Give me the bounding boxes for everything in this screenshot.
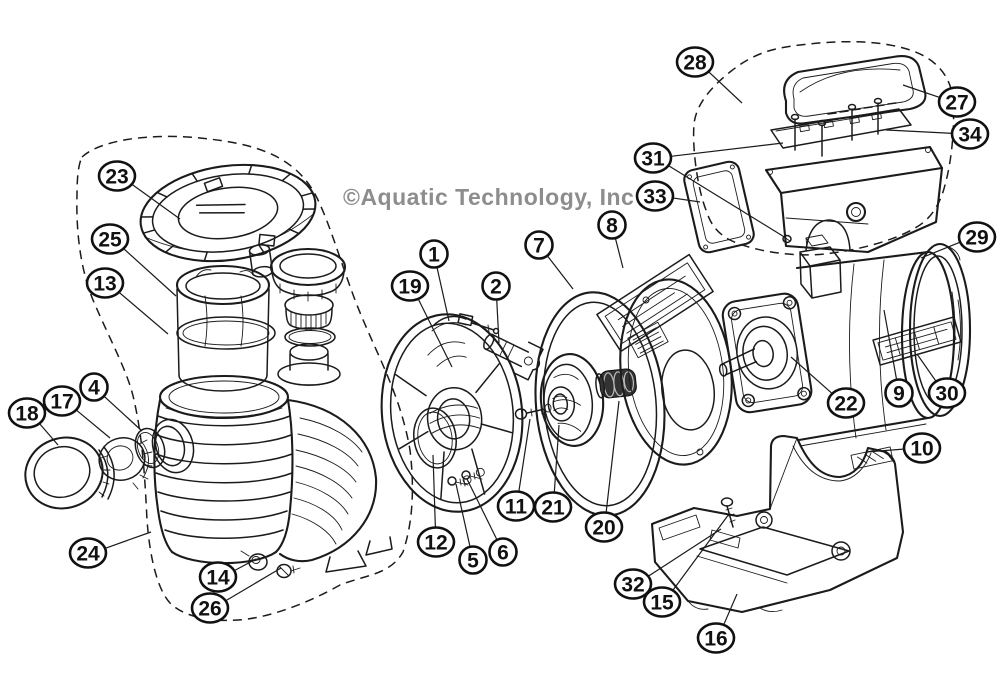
watermark-text: ©Aquatic Technology, Inc bbox=[343, 184, 635, 210]
discharge-tailpiece bbox=[284, 294, 334, 331]
callout-30: 30 bbox=[916, 353, 967, 409]
motor-flange bbox=[718, 292, 813, 414]
callout-34: 34 bbox=[885, 118, 990, 150]
svg-text:11: 11 bbox=[505, 496, 528, 519]
callout-26: 26 bbox=[190, 567, 282, 624]
callout-2: 2 bbox=[481, 271, 511, 344]
pump-housing bbox=[151, 374, 393, 573]
discharge-port bbox=[277, 343, 341, 386]
svg-text:25: 25 bbox=[98, 229, 122, 252]
drive-gasket bbox=[683, 160, 755, 254]
svg-text:6: 6 bbox=[497, 542, 509, 565]
callout-4: 4 bbox=[79, 372, 143, 432]
callout-33: 33 bbox=[635, 180, 701, 212]
svg-text:10: 10 bbox=[910, 438, 933, 461]
basket-oring bbox=[176, 316, 276, 350]
callout-19: 19 bbox=[390, 270, 453, 368]
svg-text:22: 22 bbox=[834, 393, 857, 416]
motor-base bbox=[650, 434, 905, 614]
vent-grille bbox=[627, 321, 669, 359]
seal-plate-oring bbox=[413, 407, 457, 469]
svg-text:14: 14 bbox=[206, 567, 230, 590]
discharge-union-nut bbox=[269, 247, 347, 302]
svg-text:33: 33 bbox=[643, 186, 666, 209]
callout-13: 13 bbox=[85, 267, 169, 335]
callout-12: 12 bbox=[416, 454, 456, 558]
svg-text:17: 17 bbox=[50, 391, 73, 414]
seal-plate bbox=[380, 313, 524, 513]
callout-21: 21 bbox=[533, 424, 573, 523]
callout-14: 14 bbox=[198, 558, 257, 593]
svg-text:1: 1 bbox=[428, 244, 440, 267]
callout-7: 7 bbox=[524, 230, 574, 290]
callout-27: 27 bbox=[902, 84, 977, 118]
callout-25: 25 bbox=[90, 223, 177, 297]
svg-text:15: 15 bbox=[650, 592, 674, 615]
callout-16: 16 bbox=[696, 593, 738, 654]
base-screw bbox=[720, 497, 736, 528]
callout-11: 11 bbox=[496, 418, 536, 522]
svg-text:7: 7 bbox=[533, 235, 545, 258]
svg-text:2: 2 bbox=[490, 276, 502, 299]
callout-24: 24 bbox=[68, 531, 152, 569]
callout-9: 9 bbox=[883, 309, 914, 408]
callout-18: 18 bbox=[7, 397, 59, 446]
callout-32: 32 bbox=[613, 528, 722, 600]
svg-text:9: 9 bbox=[893, 383, 905, 406]
housing-screws bbox=[447, 470, 483, 487]
svg-text:16: 16 bbox=[704, 628, 727, 651]
svg-text:26: 26 bbox=[198, 598, 221, 621]
callout-23: 23 bbox=[97, 160, 181, 220]
rotary-seal bbox=[595, 368, 637, 399]
suction-oring bbox=[134, 427, 166, 469]
motor-label bbox=[872, 316, 962, 366]
clamp-band bbox=[431, 313, 500, 335]
callout-28: 28 bbox=[675, 46, 743, 104]
callout-10: 10 bbox=[865, 432, 942, 464]
warning-label bbox=[596, 253, 714, 353]
svg-text:8: 8 bbox=[606, 215, 618, 238]
svg-text:34: 34 bbox=[958, 124, 982, 147]
callout-6: 6 bbox=[466, 478, 518, 567]
callout-17: 17 bbox=[42, 385, 111, 439]
callout-15: 15 bbox=[642, 513, 730, 618]
svg-text:18: 18 bbox=[15, 403, 39, 426]
svg-text:23: 23 bbox=[105, 166, 128, 189]
svg-text:21: 21 bbox=[541, 497, 565, 520]
callout-22: 22 bbox=[790, 356, 866, 419]
svg-text:31: 31 bbox=[641, 148, 665, 171]
callout-20: 20 bbox=[584, 400, 624, 543]
svg-text:12: 12 bbox=[424, 532, 447, 555]
callout-5: 5 bbox=[455, 483, 488, 575]
drive-housing bbox=[764, 145, 944, 254]
svg-text:13: 13 bbox=[93, 273, 116, 296]
strainer-assembly-outline bbox=[76, 135, 414, 622]
svg-text:29: 29 bbox=[965, 227, 988, 250]
svg-text:32: 32 bbox=[621, 574, 644, 597]
svg-text:24: 24 bbox=[76, 543, 100, 566]
svg-text:19: 19 bbox=[398, 276, 421, 299]
svg-text:30: 30 bbox=[935, 383, 958, 406]
svg-text:4: 4 bbox=[88, 377, 100, 400]
callout-8: 8 bbox=[597, 210, 627, 269]
drain-plug bbox=[240, 550, 268, 571]
svg-text:20: 20 bbox=[592, 517, 615, 540]
callout-1: 1 bbox=[419, 239, 450, 322]
callout-31: 31 bbox=[633, 142, 787, 239]
strainer-basket bbox=[175, 264, 271, 392]
circuit-board bbox=[770, 108, 912, 149]
callout-29: 29 bbox=[920, 221, 997, 259]
svg-text:28: 28 bbox=[683, 52, 707, 75]
svg-text:5: 5 bbox=[467, 550, 479, 573]
svg-text:27: 27 bbox=[945, 92, 968, 115]
